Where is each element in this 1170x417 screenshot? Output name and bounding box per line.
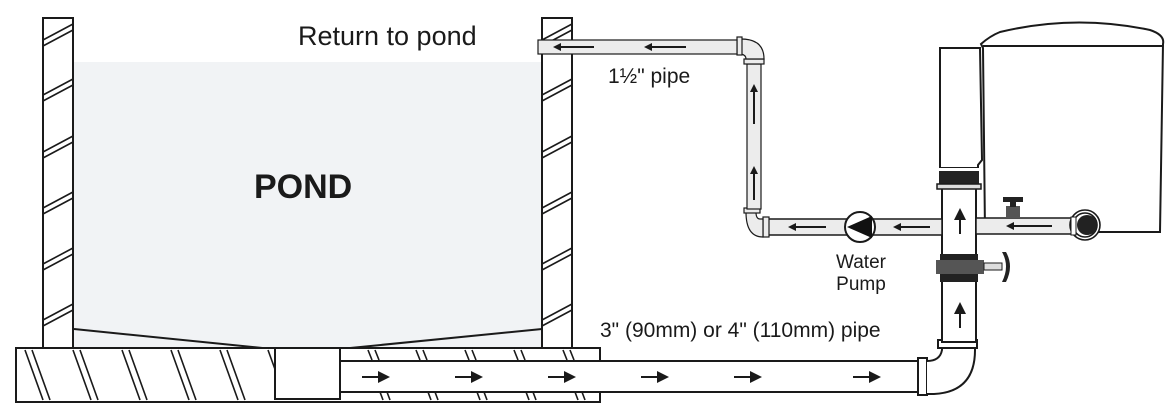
filter-outlet-pipe: [975, 197, 1101, 241]
main-pipe-size-label: 3" (90mm) or 4" (110mm) pipe: [600, 319, 881, 342]
water-pump-label-line2: Pump: [836, 273, 886, 295]
water-pump-icon: [844, 211, 876, 243]
water-pump-label: Water Pump: [826, 252, 896, 296]
gravity-pipe: [339, 339, 978, 396]
valve-handle-icon: [1002, 252, 1010, 282]
pond-water: [73, 62, 543, 352]
return-pipe: [537, 36, 770, 238]
pond-wall-right: [541, 17, 573, 349]
pond-label: POND: [254, 168, 353, 206]
pump-pipe: [767, 211, 943, 243]
skimmer-valve-handle-icon: [1003, 197, 1023, 202]
return-pipe-size-label: 1½" pipe: [608, 65, 691, 88]
return-to-pond-label: Return to pond: [298, 21, 477, 51]
riser-valve: [936, 252, 1010, 282]
pond-wall-left: [42, 17, 74, 349]
bottom-drain: [274, 347, 341, 400]
filter-chamber: [936, 21, 1165, 233]
water-pump-label-line1: Water: [836, 252, 886, 273]
